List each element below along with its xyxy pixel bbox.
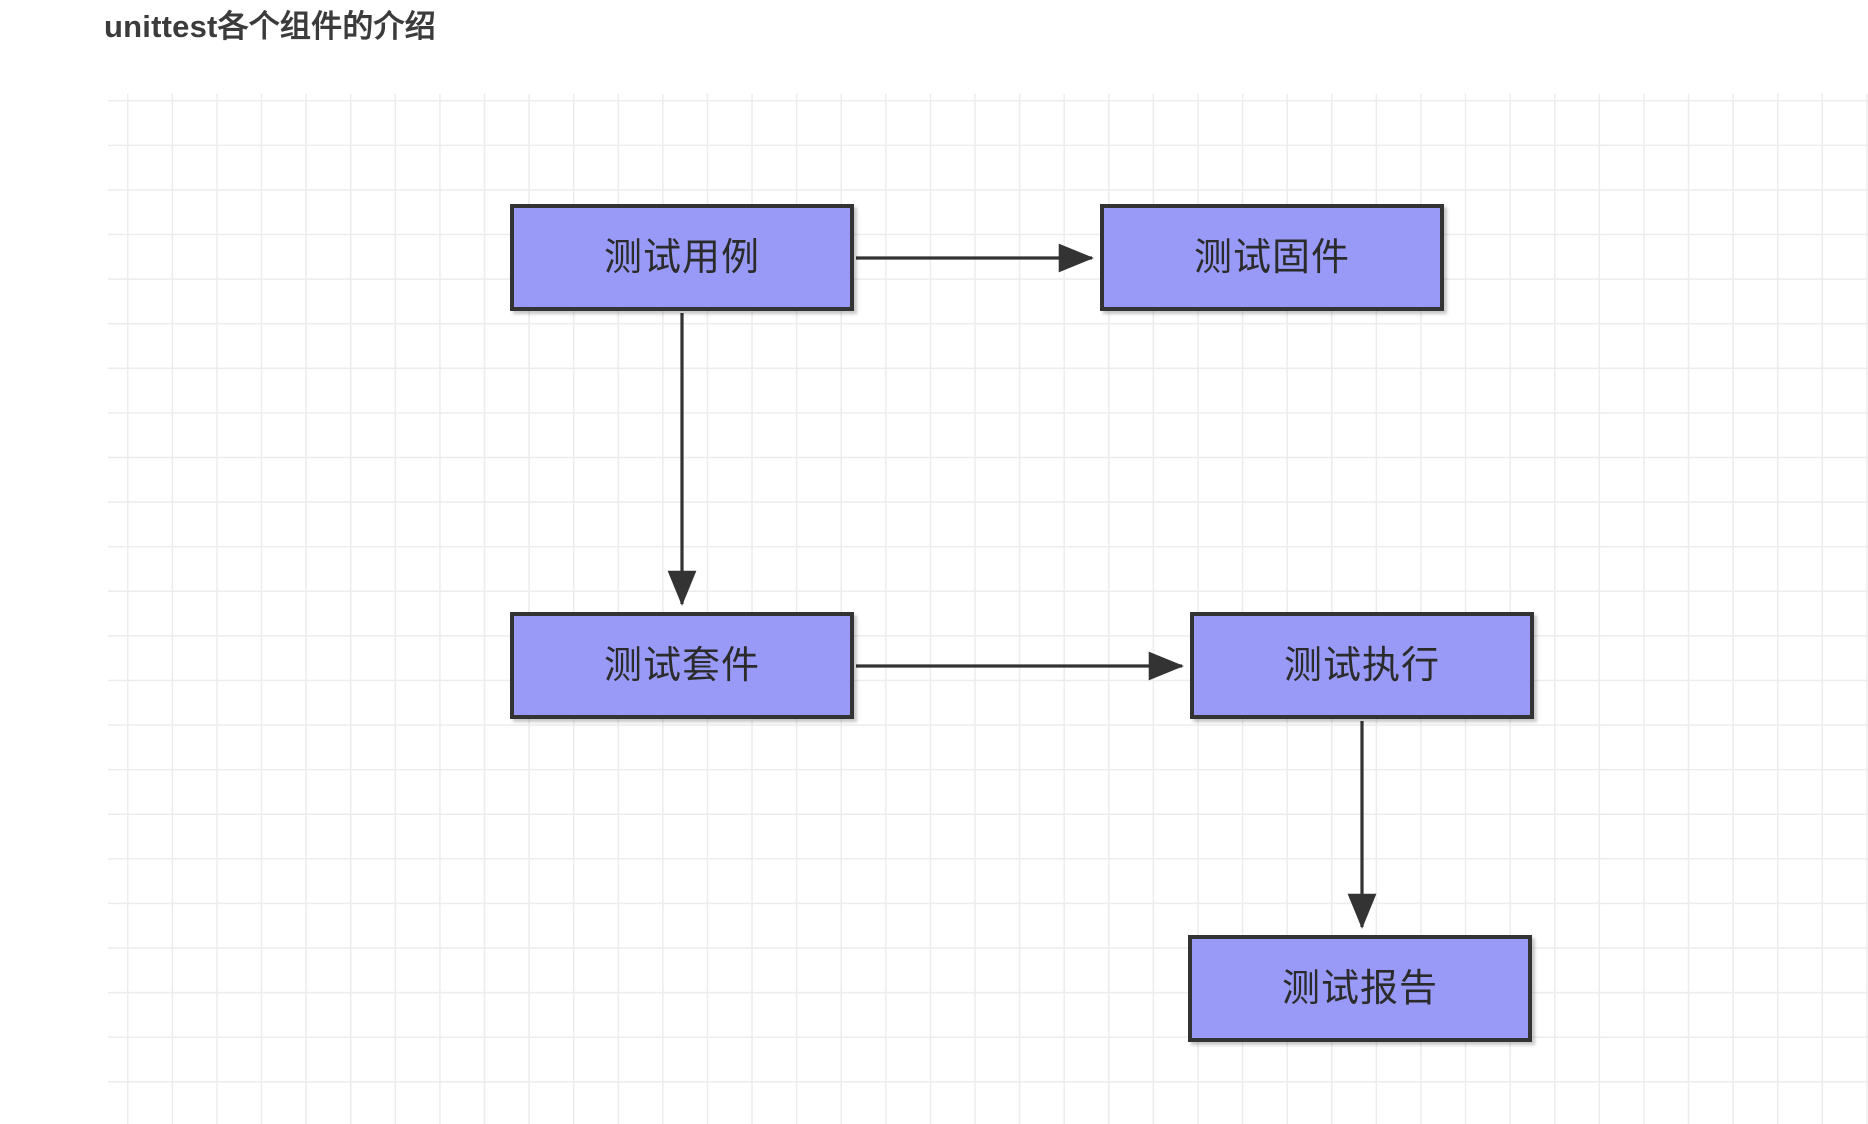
diagram-connectors <box>667 243 1377 929</box>
node-test-report[interactable]: 测试报告 <box>1188 935 1532 1042</box>
node-test-runner[interactable]: 测试执行 <box>1190 612 1534 719</box>
node-test-fixture[interactable]: 测试固件 <box>1100 204 1444 311</box>
node-test-case[interactable]: 测试用例 <box>510 204 854 311</box>
node-test-fixture-label: 测试固件 <box>1193 236 1350 279</box>
node-test-suite-label: 测试套件 <box>603 644 760 687</box>
page-title: unittest各个组件的介绍 <box>104 9 436 44</box>
node-test-case-label: 测试用例 <box>603 236 760 279</box>
node-test-runner-label: 测试执行 <box>1283 644 1440 687</box>
node-test-report-label: 测试报告 <box>1281 967 1438 1010</box>
diagram-canvas[interactable]: 测试用例 测试固件 测试套件 测试执行 测试报告 <box>108 94 1868 1124</box>
node-test-suite[interactable]: 测试套件 <box>510 612 854 719</box>
